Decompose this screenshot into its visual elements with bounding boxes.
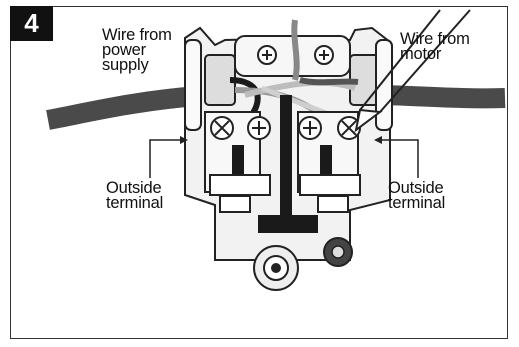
contact-base-right	[318, 196, 348, 212]
right-bracket	[376, 40, 392, 130]
lower-base-bar	[258, 215, 318, 233]
label-outside-terminal-right: Outside terminal	[388, 181, 445, 211]
label-outside-terminal-left: Outside terminal	[106, 181, 163, 211]
step-number-badge: 4	[10, 6, 53, 41]
left-bracket	[185, 40, 201, 130]
contact-plate-left	[210, 175, 270, 195]
leader-line-left	[150, 140, 185, 178]
adjustment-nut-large-center	[271, 263, 281, 273]
power-supply-cable	[48, 96, 200, 120]
internal-wire-dark-right	[300, 80, 358, 82]
center-bar	[280, 95, 292, 215]
ground-wire	[294, 20, 296, 80]
label-wire-from-power-supply: Wire from power supply	[102, 28, 172, 73]
contact-plate-right	[300, 175, 360, 195]
contact-base-left	[220, 196, 250, 212]
label-wire-from-motor: Wire from motor	[400, 32, 470, 62]
adjustment-nut-small-inner	[332, 246, 344, 258]
